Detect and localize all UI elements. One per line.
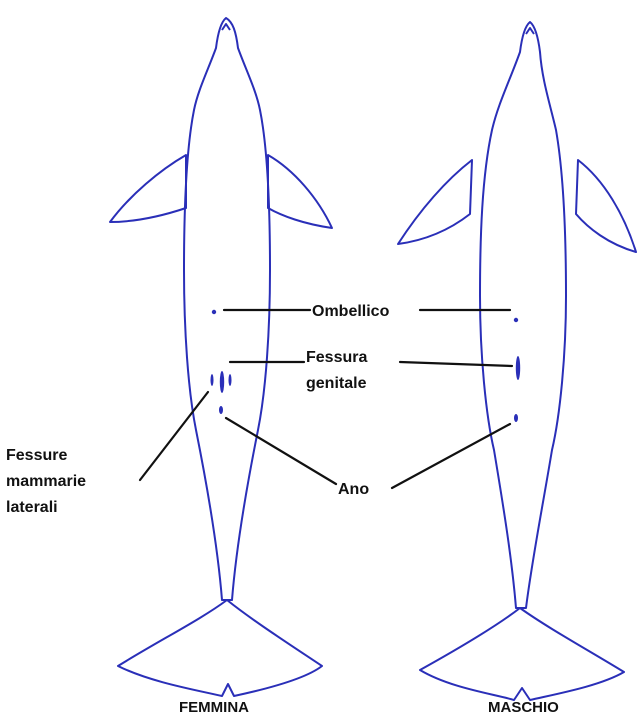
anus-leader-left	[226, 418, 336, 484]
female-label: FEMMINA	[179, 699, 249, 716]
male-label: MASCHIO	[488, 699, 559, 716]
male-umbilicus-mark	[514, 318, 518, 322]
female-right-flipper	[268, 155, 332, 228]
male-fluke	[420, 608, 624, 700]
female-left-flipper	[110, 155, 186, 222]
female-belly-light	[194, 52, 260, 422]
female-dolphin	[110, 18, 332, 696]
mammary-slits-label-line2: mammarie	[6, 473, 86, 490]
female-umbilicus-mark	[212, 310, 216, 314]
male-rostrum-line	[526, 28, 534, 34]
umbilicus-label: Ombellico	[312, 303, 390, 320]
male-anus-mark	[514, 414, 518, 422]
mammary-slits-label-line3: laterali	[6, 499, 58, 516]
female-mammary-slit-right	[229, 374, 232, 386]
female-fluke	[118, 600, 322, 696]
female-anus-mark	[219, 406, 223, 414]
genital-slit-label-line1: Fessura	[306, 349, 367, 366]
male-genital-slit	[516, 356, 520, 380]
genital-leader-right	[400, 362, 512, 366]
genital-slit-label-line2: genitale	[306, 375, 367, 392]
female-rostrum-line	[222, 24, 230, 30]
male-right-flipper	[576, 160, 636, 252]
anus-label: Ano	[338, 481, 369, 498]
anus-leader-right	[392, 424, 510, 488]
male-left-flipper	[398, 160, 472, 244]
mammary-slits-label-line1: Fessure	[6, 447, 67, 464]
female-mammary-slit-left	[211, 374, 214, 386]
female-genital-slit	[220, 371, 224, 393]
